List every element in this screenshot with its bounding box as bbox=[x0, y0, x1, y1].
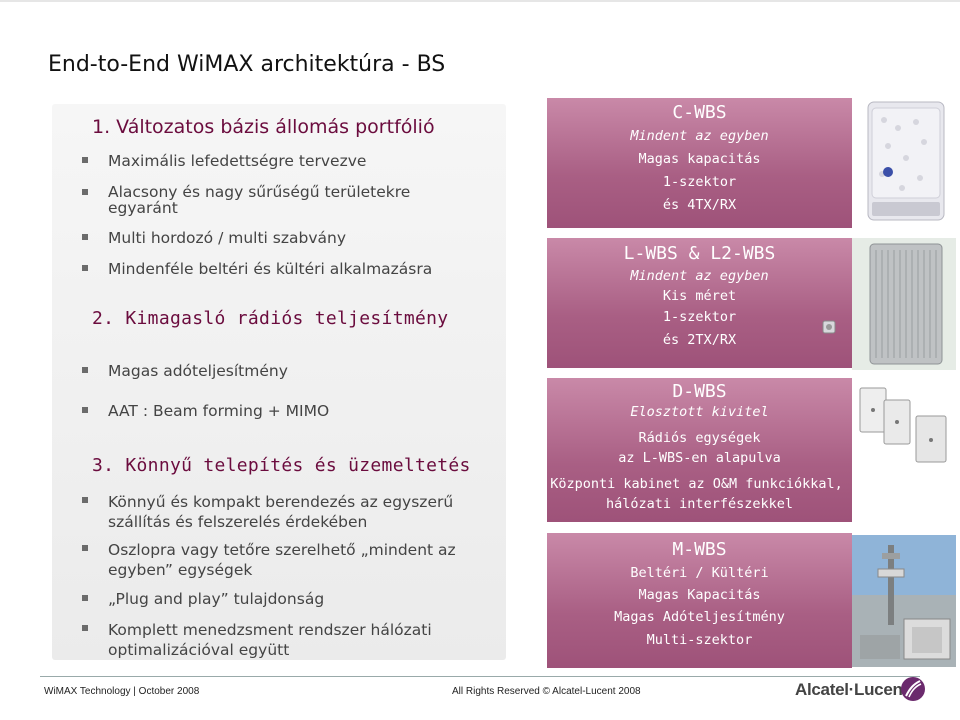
footer-copyright: All Rights Reserved © Alcatel-Lucent 200… bbox=[452, 686, 641, 697]
mwbs-rooftop-photo bbox=[852, 535, 956, 667]
box-line: Mindent az egyben bbox=[630, 268, 769, 284]
alcatel-lucent-logo-icon bbox=[901, 677, 925, 701]
footer-left-text: WiMAX Technology | October 2008 bbox=[44, 686, 200, 697]
lwbs-cabinet-image bbox=[852, 238, 956, 370]
box-line: Magas Kapacitás bbox=[638, 587, 761, 603]
box-line: Magas Adóteljesítmény bbox=[614, 609, 785, 625]
feature-panel: 1. Változatos bázis állomás portfólió Ma… bbox=[52, 104, 506, 660]
bullet-item: Maximális lefedettségre tervezve bbox=[82, 152, 498, 170]
bullet-item: Multi hordozó / multi szabvány bbox=[82, 229, 498, 247]
mwbs-title: M-WBS bbox=[672, 539, 727, 560]
brand-name: Alcatel·Lucent bbox=[795, 680, 908, 699]
cwbs-title: C-WBS bbox=[672, 102, 727, 123]
section3-heading: 3. Könnyű telepítés és üzemeltetés bbox=[92, 455, 471, 476]
lwbs-module-icon bbox=[822, 320, 836, 334]
mwbs-box: M-WBS Beltéri / Kültéri Magas Kapacitás … bbox=[547, 533, 852, 668]
lwbs-title: L-WBS & L2-WBS bbox=[623, 243, 776, 264]
box-line: az L-WBS-en alapulva bbox=[618, 450, 781, 466]
footer-divider bbox=[40, 676, 920, 677]
slide-title: End-to-End WiMAX architektúra - BS bbox=[48, 52, 446, 77]
box-line: Mindent az egyben bbox=[630, 128, 769, 144]
top-decoration bbox=[0, 0, 960, 2]
bullet-item: Magas adóteljesítmény bbox=[82, 362, 498, 380]
box-line: Elosztott kivitel bbox=[630, 404, 769, 420]
cwbs-cabinet-image bbox=[858, 98, 954, 226]
cwbs-box: C-WBS Mindent az egyben Magas kapacitás … bbox=[547, 98, 852, 228]
box-line: Központi kabinet az O&M funkciókkal, bbox=[550, 476, 843, 492]
bullet-item: AAT : Beam forming + MIMO bbox=[82, 402, 498, 420]
dwbs-radio-units-image bbox=[859, 387, 947, 463]
bullet-item: Könnyű és kompakt berendezés az egyszerű… bbox=[82, 492, 492, 532]
bullet-item: Oszlopra vagy tetőre szerelhető „mindent… bbox=[82, 540, 492, 580]
box-line: hálózati interfészekkel bbox=[606, 496, 793, 512]
dwbs-title: D-WBS bbox=[672, 381, 727, 402]
section2-heading: 2. Kimagasló rádiós teljesítmény bbox=[92, 308, 449, 329]
bullet-item: Komplett menedzsment rendszer hálózati o… bbox=[82, 620, 492, 660]
dwbs-box: D-WBS Elosztott kivitel Rádiós egységek … bbox=[547, 378, 852, 522]
box-line: Beltéri / Kültéri bbox=[630, 565, 769, 581]
section1-heading: 1. Változatos bázis állomás portfólió bbox=[92, 116, 435, 138]
bullet-item: Mindenféle beltéri és kültéri alkalmazás… bbox=[82, 260, 498, 278]
box-line: 1-szektor bbox=[662, 174, 737, 190]
box-line: és 4TX/RX bbox=[662, 197, 737, 213]
bullet-item: Alacsony és nagy sűrűségű területekre eg… bbox=[82, 184, 438, 216]
lwbs-box: L-WBS & L2-WBS Mindent az egyben Kis mér… bbox=[547, 238, 852, 368]
box-line: Rádiós egységek bbox=[638, 430, 761, 446]
box-line: 1-szektor bbox=[662, 309, 737, 325]
box-line: Kis méret bbox=[662, 288, 737, 304]
box-line: Magas kapacitás bbox=[638, 151, 761, 167]
box-line: és 2TX/RX bbox=[662, 332, 737, 348]
bullet-item: „Plug and play” tulajdonság bbox=[82, 590, 498, 608]
box-line: Multi-szektor bbox=[646, 632, 753, 648]
